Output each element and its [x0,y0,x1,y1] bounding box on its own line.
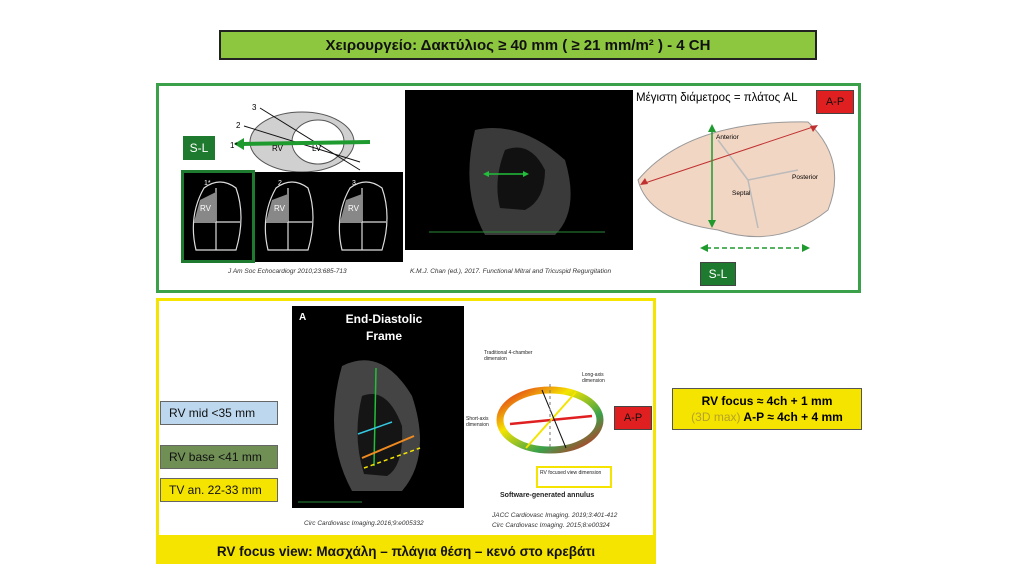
ring-rv-focused-label: RV focused view dimension [536,466,612,488]
echo-panel-letter: A [299,312,307,323]
sl-badge-right: S-L [700,262,736,286]
view-rv-2: RV [274,204,285,213]
apical-views-strip [181,172,403,262]
line-label-2: 2 [236,121,241,130]
rv-focus-view-caption-text: RV focus view: Μασχάλη – πλάγια θέση – κ… [216,543,596,559]
echo-title-line2: Frame [365,329,403,343]
heart-section-diagram [234,107,370,173]
ring-short-axis-label: Short-axis dimension [466,416,489,428]
ref-left-bottom: Circ Cardiovasc Imaging.2016;9:e005332 [304,520,424,527]
selected-view-frame [181,170,255,263]
rv-focus-note-line1: RV focus ≈ 4ch + 1 mm [701,394,833,408]
echo-end-diastolic-overlay [298,360,421,503]
view-rv-3: RV [348,204,359,213]
leaflet-septal: Septal [732,190,751,197]
apical-views-outlines [192,181,388,251]
tricuspid-annulus-diagram [637,121,836,238]
top-panel [156,83,861,293]
leaflet-anterior: Anterior [716,134,739,141]
sl-arrow-right [700,244,810,252]
ring-long-axis-label: Long-axis dimension [582,372,605,384]
rv-label: RV [272,144,283,153]
rv-focus-note-line2: (3D max) A-P ≈ 4ch + 4 mm [673,409,861,425]
rv-base-label: RV base <41 mm [160,445,278,469]
line-label-1: 1* [230,141,238,150]
slide-title: Χειρουργείο: Δακτύλιος ≥ 40 mm ( ≥ 21 mm… [219,30,817,60]
rv-focus-note: RV focus ≈ 4ch + 1 mm (3D max) A-P ≈ 4ch… [672,388,862,430]
rv-mid-label: RV mid <35 mm [160,401,278,425]
view-rv-1: RV [200,204,211,213]
sl-badge-left: S-L [183,136,215,160]
ref-right-bottom-2: Circ Cardiovasc Imaging. 2015;8:e00324 [492,522,610,529]
lv-label: LV [312,144,322,153]
rv-focus-note-rest: A-P ≈ 4ch + 4 mm [740,410,843,424]
ring-traditional-label: Traditional 4-chamber dimension [484,350,533,362]
max-diameter-label: Μέγιστη διάμετρος = πλάτος AL [636,92,798,104]
view-label-2: 2 [278,180,282,187]
echo-title-line1: End-Diastolic [345,312,423,326]
view-label-1: 1* [204,180,211,187]
view-label-3: 3 [352,180,356,187]
ring-caption: Software-generated annulus [500,492,595,499]
tv-annulus-label: TV an. 22-33 mm [160,478,278,502]
leaflet-posterior: Posterior [792,174,819,181]
ref-middle-top: K.M.J. Chan (ed.), 2017. Functional Mitr… [410,268,612,275]
bottom-panel [156,298,656,538]
ref-left-top: J Am Soc Echocardiogr 2010;23:685-713 [228,268,347,275]
annulus-ring-diagram [496,384,604,456]
ap-badge-bottom: A-P [614,406,652,430]
rv-focus-view-caption: RV focus view: Μασχάλη – πλάγια θέση – κ… [156,538,656,564]
ap-badge-top: A-P [816,90,854,114]
line-label-3: 3 [252,103,257,112]
slide-title-text: Χειρουργείο: Δακτύλιος ≥ 40 mm ( ≥ 21 mm… [325,36,711,54]
ref-right-bottom-1: JACC Cardiovasc Imaging. 2019;3:401-412 [492,512,618,519]
rv-focus-note-prefix: (3D max) [691,410,741,424]
echo-4ch-overlay [429,128,605,235]
